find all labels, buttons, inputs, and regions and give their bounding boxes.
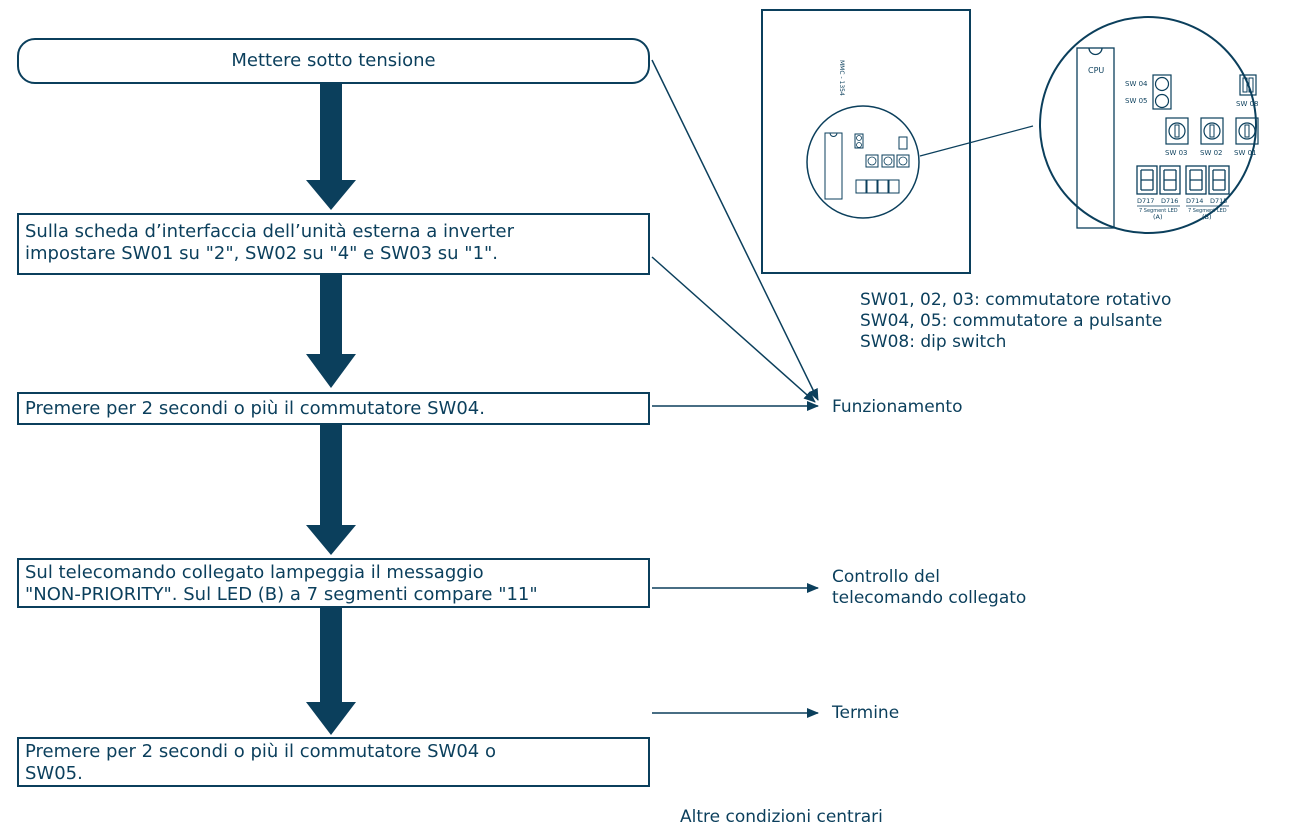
legend-line-1: SW01, 02, 03: commutatore rotativo [860,290,1172,310]
start-step: Mettere sotto tensione [17,38,650,84]
d716-label: D716 [1161,197,1178,205]
partial-note: Altre condizioni centrari [680,807,883,827]
sw05-label: SW 05 [1125,97,1148,105]
flow-arrow-2 [306,275,356,388]
sw04-button [1154,76,1170,92]
step-2-box: Premere per 2 secondi o più il commutato… [17,392,650,425]
seg-led-a-label: 7 Segment LED [1139,208,1178,214]
step-1-line-1: Sulla scheda d’interfaccia dell’unità es… [25,221,515,242]
sw02-label: SW 02 [1200,149,1223,157]
sw01-rotary [1235,117,1259,145]
outcome-end: Termine [832,703,900,723]
d714-label: D714 [1186,197,1203,205]
cpu-label: CPU [1088,66,1104,75]
step-3-box: Sul telecomando collegato lampeggia il m… [17,558,650,608]
flow-arrow-4 [306,605,356,735]
sw01-label: SW 01 [1234,149,1257,157]
d715-label: D715 [1210,197,1227,205]
sw08-label: SW 08 [1236,100,1259,108]
switch-legend: SW01, 02, 03: commutatore rotativo SW04,… [860,290,1171,353]
outcome-check-line-1: Controllo del [832,567,940,587]
sw08-dip-switch [1239,74,1257,96]
step-3-line-2: "NON-PRIORITY". Sul LED (B) a 7 segmenti… [25,584,538,605]
step-1-box: Sulla scheda d’interfaccia dell’unità es… [17,213,650,275]
step-2-text: Premere per 2 secondi o più il commutato… [25,398,485,419]
magnifier-leader-line [919,125,1034,157]
flow-arrow-3 [306,425,356,555]
step-4-line-1: Premere per 2 secondi o più il commutato… [25,741,496,762]
board-code: MMC - 1354 [838,60,845,96]
outcome-check-line-2: telecomando collegato [832,588,1027,608]
outcome-check: Controllo del telecomando collegato [832,567,1026,609]
sw03-rotary [1165,117,1189,145]
connector-step1-to-operation [651,256,816,403]
step-4-line-2: SW05. [25,763,83,784]
legend-line-3: SW08: dip switch [860,332,1007,352]
cpu-chip [1076,47,1115,229]
seg-led-b-label: 7 Segment LED [1188,208,1227,214]
outcome-operation: Funzionamento [832,397,963,417]
sw03-label: SW 03 [1165,149,1188,157]
sw05-button [1154,93,1170,109]
seg-b-label: (B) [1202,213,1212,221]
connector-start-to-operation [651,59,819,401]
board-detail-circle [806,105,920,219]
step-1-line-2: impostare SW01 su "2", SW02 su "4" e SW0… [25,243,499,264]
sw04-label: SW 04 [1125,80,1148,88]
seven-segment-displays [1136,165,1230,195]
seg-a-label: (A) [1153,213,1163,221]
d717-label: D717 [1137,197,1154,205]
sw02-rotary [1200,117,1224,145]
flow-arrow-1 [306,83,356,210]
step-3-line-1: Sul telecomando collegato lampeggia il m… [25,562,484,583]
step-4-box: Premere per 2 secondi o più il commutato… [17,737,650,787]
start-step-text: Mettere sotto tensione [231,50,436,71]
legend-line-2: SW04, 05: commutatore a pulsante [860,311,1163,331]
